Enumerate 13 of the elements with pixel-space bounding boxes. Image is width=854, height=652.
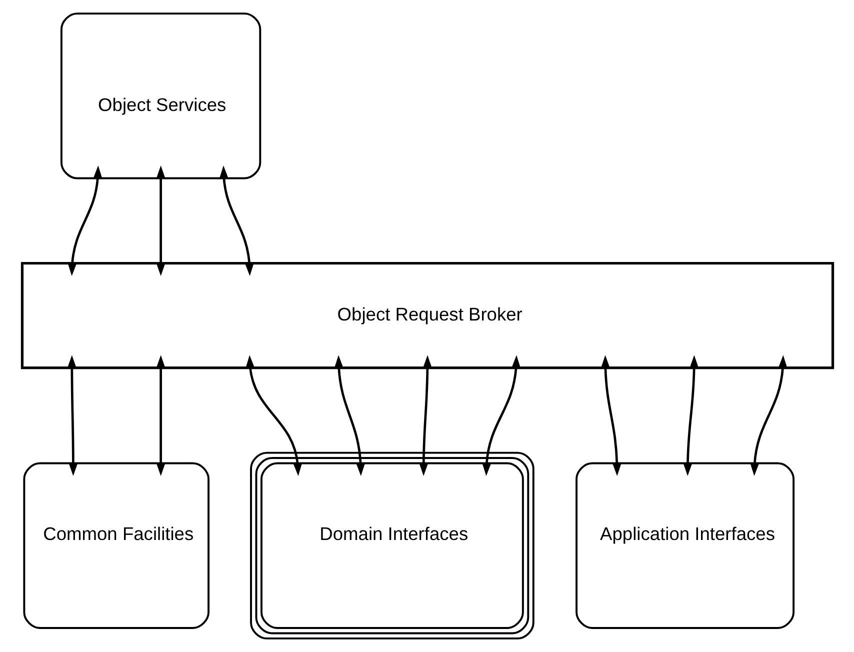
arrow [600, 355, 621, 476]
arrow [67, 166, 102, 276]
arrow [482, 355, 520, 476]
arrow [750, 355, 787, 476]
arrow [245, 355, 302, 476]
arrow [156, 166, 165, 276]
node-box: Domain Interfaces [250, 452, 534, 640]
arrow [67, 355, 78, 476]
arrow [418, 355, 432, 476]
arrow [218, 166, 254, 276]
arrow [682, 355, 698, 476]
arrow [334, 355, 365, 476]
arrow [156, 355, 165, 476]
